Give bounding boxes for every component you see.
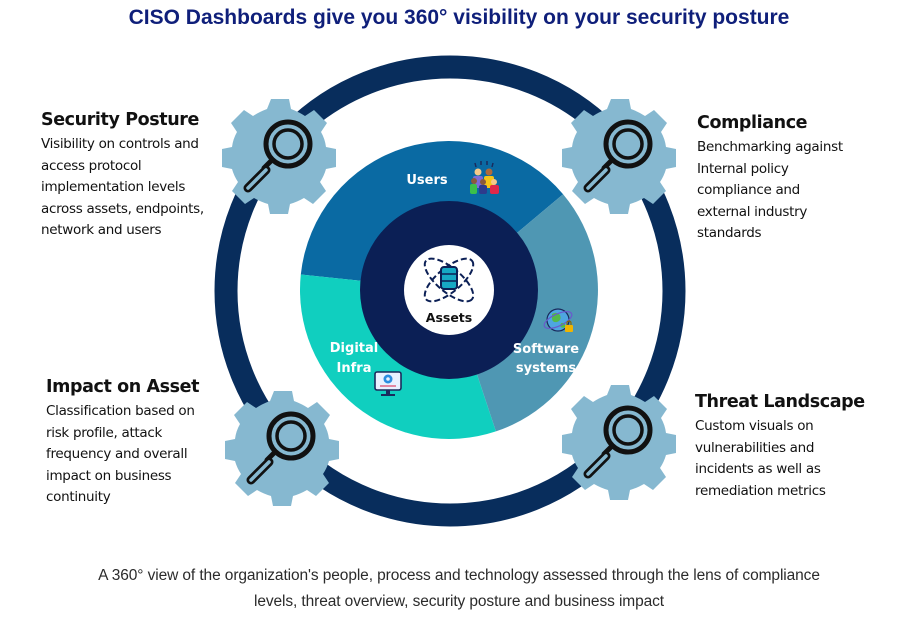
text-line: access protocol (41, 157, 142, 174)
segment-label-software-line1: Software (513, 342, 579, 357)
text-line: Internal policy (697, 160, 789, 177)
text-line: external industry (697, 203, 808, 220)
text-line: Benchmarking against (697, 139, 843, 155)
segment-label-users: Users (406, 173, 448, 188)
text-line: Visibility on controls and (41, 136, 199, 152)
text-line: standards (697, 225, 762, 241)
security-posture-block: Security Posture Visibility on controls … (41, 110, 241, 242)
segment-label-software-line2: systems (516, 361, 577, 376)
security-posture-diagram: Assets Users Software systems Digital In… (214, 55, 686, 527)
monitor-gear-icon (374, 371, 402, 396)
caption-line-1: A 360° view of the organization's people… (98, 567, 820, 584)
impact-on-asset-block: Impact on Asset Classification based on … (46, 377, 246, 509)
text-line: vulnerabilities and (695, 439, 815, 456)
impact-on-asset-description: Classification based on risk profile, at… (46, 401, 246, 509)
threat-landscape-block: Threat Landscape Custom visuals on vulne… (695, 392, 905, 502)
page-title: CISO Dashboards give you 360° visibility… (128, 6, 790, 29)
outer-ring (214, 55, 686, 527)
compliance-description: Benchmarking against Internal policy com… (697, 137, 897, 245)
users-group-icon (470, 161, 499, 194)
threat-landscape-heading: Threat Landscape (695, 392, 865, 412)
text-line: incidents as well as (695, 461, 821, 477)
text-line: implementation levels (41, 179, 186, 195)
security-posture-description: Visibility on controls and access protoc… (41, 134, 241, 242)
compliance-heading: Compliance (697, 113, 808, 133)
magnifier-gear-icon-threat-landscape (562, 385, 676, 500)
segment-label-digital-line2: Infra (337, 361, 372, 376)
caption: A 360° view of the organization's people… (0, 563, 918, 615)
security-posture-heading: Security Posture (41, 110, 199, 130)
text-line: compliance and (697, 182, 800, 198)
text-line: continuity (46, 489, 111, 505)
text-line: across assets, endpoints, (41, 200, 204, 217)
center-label: Assets (426, 310, 472, 325)
text-line: network and users (41, 222, 162, 238)
segment-label-digital-line1: Digital (330, 341, 378, 356)
text-line: frequency and overall (46, 446, 188, 462)
assets-donut (299, 141, 598, 439)
text-line: impact on business (46, 467, 172, 484)
caption-line-2: levels, threat overview, security postur… (253, 593, 665, 610)
impact-on-asset-heading: Impact on Asset (46, 377, 200, 397)
magnifier-gear-icon-compliance (562, 99, 676, 214)
compliance-block: Compliance Benchmarking against Internal… (697, 113, 897, 245)
text-line: Classification based on (46, 403, 195, 419)
database-orbit-icon (423, 257, 475, 303)
text-line: Custom visuals on (695, 418, 814, 434)
threat-landscape-description: Custom visuals on vulnerabilities and in… (695, 416, 905, 502)
text-line: risk profile, attack (46, 424, 163, 441)
text-line: remediation metrics (695, 482, 826, 499)
globe-lock-icon (543, 308, 573, 332)
